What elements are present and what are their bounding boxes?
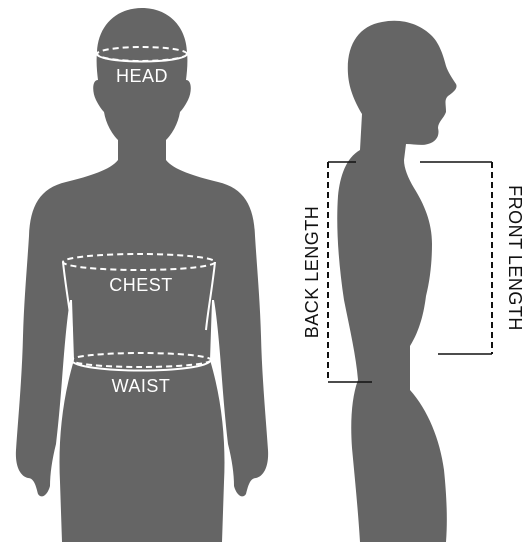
front-length-measure: FRONT LENGTH [420,162,525,354]
head-label: HEAD [116,66,168,86]
waist-label: WAIST [112,376,171,396]
side-figure [337,21,456,542]
side-silhouette [337,21,456,542]
back-length-label: BACK LENGTH [302,206,322,339]
front-length-label: FRONT LENGTH [505,185,525,331]
chest-label: CHEST [109,275,173,295]
